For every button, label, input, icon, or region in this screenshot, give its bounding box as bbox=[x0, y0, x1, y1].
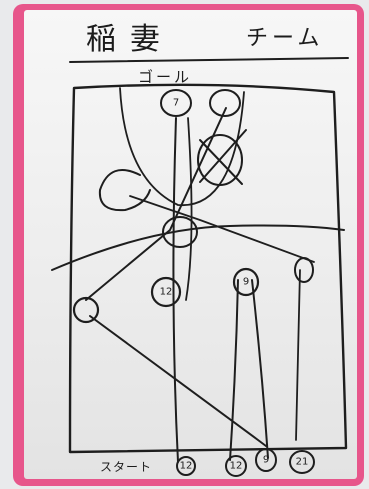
cross-lines bbox=[200, 130, 246, 184]
start-number-3: 9 bbox=[263, 455, 269, 466]
board-title-right: チーム bbox=[246, 20, 323, 52]
goal-area-arc bbox=[120, 88, 244, 205]
curl-mark bbox=[100, 170, 150, 210]
board-title-left: 稲妻 bbox=[86, 14, 174, 58]
play-line-3 bbox=[230, 280, 238, 460]
goal-label: ゴール bbox=[138, 66, 192, 87]
center-circle-number: 12 bbox=[160, 287, 173, 298]
diagonal-line-2 bbox=[90, 316, 266, 446]
play-line-5 bbox=[296, 270, 300, 440]
player-circle-left bbox=[74, 298, 98, 322]
center-line bbox=[52, 226, 344, 271]
play-line-4 bbox=[252, 280, 268, 458]
start-number-4: 21 bbox=[296, 457, 309, 468]
start-number-2: 12 bbox=[230, 461, 243, 472]
play-line-2 bbox=[186, 118, 192, 300]
goal-circle-number: 7 bbox=[173, 98, 179, 109]
right-circle-number: 9 bbox=[243, 277, 249, 288]
title-underline bbox=[70, 58, 348, 62]
start-label: スタート bbox=[100, 458, 152, 475]
diagonal-line-3 bbox=[130, 196, 314, 262]
start-number-1: 12 bbox=[180, 461, 193, 472]
play-line-1 bbox=[173, 118, 178, 462]
player-circle-far-right bbox=[295, 258, 313, 282]
